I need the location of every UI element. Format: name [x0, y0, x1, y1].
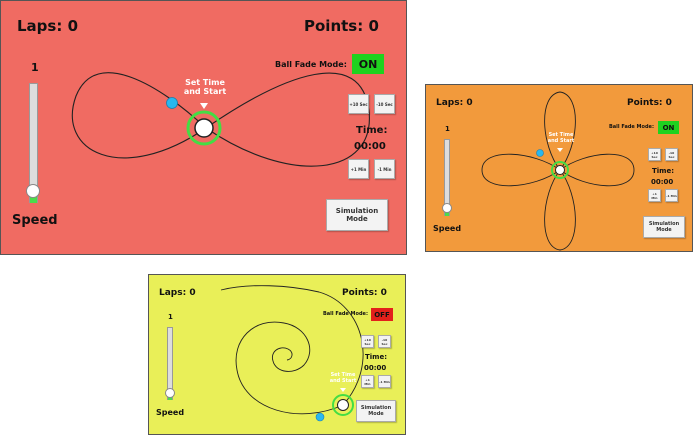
minus-10-sec-button[interactable]: -10 Sec: [378, 335, 391, 348]
down-arrow-icon: [340, 388, 346, 392]
plus-10-sec-button[interactable]: +10 Sec: [348, 94, 369, 114]
minus-1-min-button[interactable]: -1 Min: [665, 189, 678, 202]
time-value: 00:00: [354, 141, 386, 152]
laps-counter: Laps: 0: [17, 17, 79, 35]
time-value: 00:00: [364, 364, 387, 372]
speed-label: Speed: [156, 408, 185, 417]
speed-slider-thumb[interactable]: [442, 203, 452, 213]
laps-counter: Laps: 0: [436, 98, 473, 108]
time-label: Time:: [365, 353, 388, 361]
fade-mode-label: Ball Fade Mode:: [609, 124, 654, 130]
start-ring: [186, 110, 222, 146]
spiral-track: [220, 285, 364, 422]
time-label: Time:: [356, 125, 388, 136]
laps-counter: Laps: 0: [159, 288, 196, 298]
panel-infinity: Laps: 0 Points: 0 Ball Fade Mode: ON Set…: [0, 0, 407, 255]
set-time-label: Set Time and Start: [547, 132, 575, 144]
speed-value: 1: [31, 61, 39, 74]
speed-slider-thumb[interactable]: [165, 388, 175, 398]
simulation-mode-button[interactable]: Simulation Mode: [356, 400, 396, 422]
set-time-label: Set Time and Start: [183, 78, 227, 96]
speed-value: 1: [445, 125, 450, 133]
ball: [166, 97, 178, 109]
plus-1-min-button[interactable]: +1 Min: [348, 159, 369, 179]
time-label: Time:: [652, 167, 675, 175]
speed-value: 1: [168, 313, 173, 321]
points-counter: Points: 0: [304, 17, 379, 35]
speed-label: Speed: [12, 213, 58, 228]
minus-10-sec-button[interactable]: -10 Sec: [374, 94, 395, 114]
infinity-track: [71, 72, 370, 167]
fade-toggle-button[interactable]: OFF: [371, 308, 393, 321]
minus-1-min-button[interactable]: -1 Min: [374, 159, 395, 179]
plus-10-sec-button[interactable]: +10 Sec: [648, 148, 661, 161]
plus-1-min-button[interactable]: +1 Min: [361, 375, 374, 388]
fade-toggle-button[interactable]: ON: [352, 54, 384, 74]
fade-mode-label: Ball Fade Mode:: [323, 311, 368, 317]
panel-clover: Laps: 0 Points: 0 Ball Fade Mode: ON Set…: [425, 84, 693, 252]
fade-toggle-button[interactable]: ON: [658, 121, 679, 134]
fade-mode-label: Ball Fade Mode:: [275, 60, 347, 69]
minus-1-min-button[interactable]: -1 Min: [378, 375, 391, 388]
panel-spiral: Laps: 0 Points: 0 Ball Fade Mode: OFF Se…: [148, 274, 406, 435]
plus-10-sec-button[interactable]: +10 Sec: [361, 335, 374, 348]
clover-track: [481, 91, 635, 251]
speed-label: Speed: [433, 224, 462, 233]
down-arrow-icon: [200, 103, 208, 109]
speed-slider-thumb[interactable]: [26, 184, 40, 198]
minus-10-sec-button[interactable]: -10 Sec: [665, 148, 678, 161]
simulation-mode-button[interactable]: Simulation Mode: [326, 199, 388, 231]
start-button: [194, 118, 214, 138]
plus-1-min-button[interactable]: +1 Min: [648, 189, 661, 202]
simulation-mode-button[interactable]: Simulation Mode: [643, 216, 685, 238]
points-counter: Points: 0: [342, 288, 387, 298]
down-arrow-icon: [557, 148, 563, 152]
set-time-label: Set Time and Start: [329, 372, 357, 384]
points-counter: Points: 0: [627, 98, 672, 108]
time-value: 00:00: [651, 178, 674, 186]
